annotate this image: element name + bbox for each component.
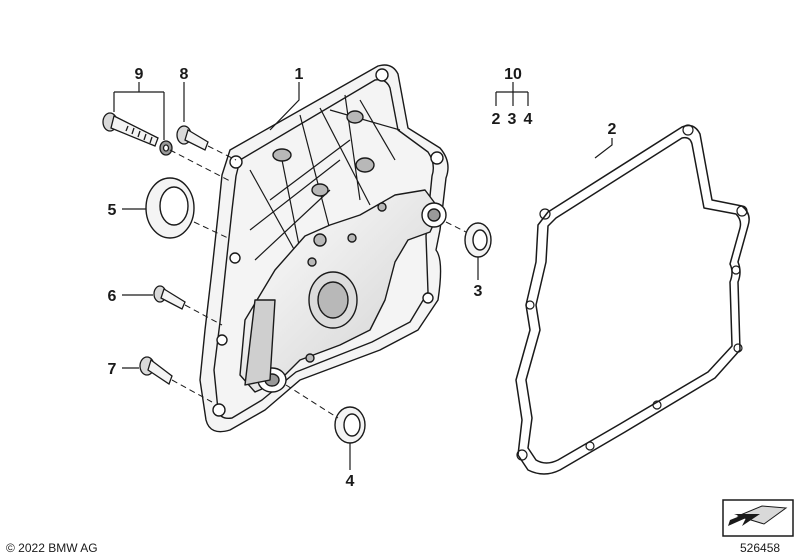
- view-direction-symbol: [722, 499, 794, 537]
- assembly-lines: [169, 145, 467, 419]
- kit-label-2: 2: [492, 111, 501, 128]
- label-2: 2: [608, 121, 617, 138]
- bolt-6: [153, 285, 186, 310]
- document-number: 526458: [740, 541, 781, 555]
- kit-label-3: 3: [508, 111, 517, 128]
- leader-9: [113, 82, 165, 140]
- housing-ribs: [249, 94, 401, 261]
- leader-2: [594, 138, 613, 159]
- chain-guide-slot: [244, 299, 276, 386]
- leader-lines: [113, 82, 613, 470]
- bolt-9-thread: [125, 125, 153, 144]
- bolt-7-shank: [147, 358, 173, 385]
- label-4: 4: [346, 473, 355, 490]
- shaft-seal-lower: [334, 406, 366, 444]
- bolt-9-shank: [110, 115, 159, 147]
- label-9: 9: [135, 66, 144, 83]
- gasket-outer: [515, 124, 750, 475]
- label-10: 10: [504, 66, 522, 83]
- leader-1: [269, 82, 300, 131]
- copyright-text: © 2022 BMW AG: [6, 541, 98, 555]
- callout-labels: 1 2 3 4 5 6 7 8 9 10 2 3 4: [108, 66, 617, 490]
- housing-holes: [272, 110, 387, 363]
- label-5: 5: [108, 202, 117, 219]
- label-6: 6: [108, 288, 117, 305]
- label-3: 3: [474, 283, 483, 300]
- label-8: 8: [180, 66, 189, 83]
- upper-port-inner: [427, 208, 441, 222]
- cover-gasket: [515, 124, 750, 475]
- flange-bolt-holes: [212, 68, 444, 417]
- gasket-holes: [516, 124, 748, 461]
- bolt-6-shank: [160, 288, 186, 310]
- stud-bolt: [176, 125, 209, 151]
- bolt-8-shank: [184, 129, 209, 151]
- washer-9-hole: [162, 144, 170, 152]
- seal-4-inner: [343, 413, 361, 437]
- bolt-7: [139, 356, 173, 385]
- kit-label-4: 4: [524, 111, 533, 128]
- label-1: 1: [295, 66, 304, 83]
- bolt-with-washer: [102, 112, 173, 156]
- label-7: 7: [108, 361, 117, 378]
- sealing-ring-3: [464, 222, 492, 258]
- arrow-icon: [728, 514, 760, 526]
- seal-5-inner: [159, 186, 189, 226]
- ring-3-inner: [472, 229, 488, 251]
- gasket-inner: [525, 136, 742, 464]
- crank-seal-bore-inner: [317, 281, 349, 319]
- shaft-seal-upper: [145, 177, 195, 239]
- front-cover-housing: [199, 64, 449, 433]
- leader-10: [495, 82, 529, 106]
